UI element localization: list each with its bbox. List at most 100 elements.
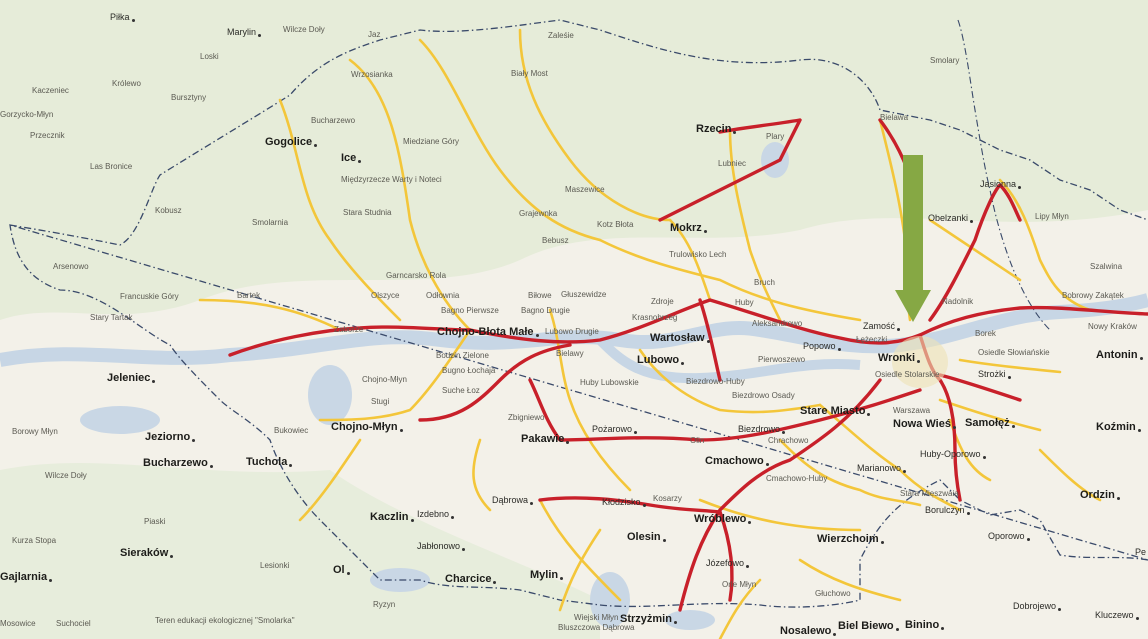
place-label: Trulowisko Lech <box>669 250 727 259</box>
place-label: Zbigniewo <box>508 413 545 422</box>
river-bend <box>596 336 861 384</box>
place-label: Biezdrowo <box>738 425 785 434</box>
place-label: Kaczeniec <box>32 86 69 95</box>
place-label: Dąbrowa <box>492 496 533 505</box>
place-label: Jabłonowo <box>417 542 465 551</box>
place-label: Gajlarnia <box>0 572 52 583</box>
place-label: Wiejski Młyn <box>574 613 619 622</box>
place-label: Charcice <box>445 574 496 585</box>
place-label: Bagno Pierwsze <box>441 306 499 315</box>
place-label: Bursztyny <box>171 93 207 102</box>
place-label: Ol <box>333 565 350 576</box>
place-label: Zdroje <box>651 297 674 306</box>
place-label: Marianowo <box>857 464 906 473</box>
place-label: Samołęż <box>965 418 1015 429</box>
place-label: Borek <box>975 329 996 338</box>
place-label: Bagno Drugie <box>521 306 570 315</box>
lake <box>80 406 160 434</box>
place-label: Wronki <box>878 353 920 364</box>
place-label: Bielawa <box>880 113 909 122</box>
place-label: Jasionna <box>980 180 1021 189</box>
place-label: Zaleśie <box>548 31 574 40</box>
municipality-border <box>9 19 1148 608</box>
place-label: Lubniec <box>718 159 747 168</box>
place-label: Teren edukacji ekologicznej "Smolarka" <box>155 616 295 625</box>
place-label: Smolary <box>930 56 960 65</box>
place-label: Miedziane Góry <box>403 137 460 146</box>
place-label: Kurza Stopa <box>12 536 57 545</box>
place-label: Pakawie <box>521 434 569 445</box>
place-label: Lubowo <box>637 355 684 366</box>
lake <box>308 365 352 425</box>
place-label: Przecznik <box>30 131 65 140</box>
place-label: Wierzchoim <box>817 534 884 545</box>
place-label: Chrachowo <box>768 436 809 445</box>
place-label: Józefowo <box>706 559 749 568</box>
place-label: Nowa Wieś <box>893 419 956 430</box>
place-label: Las Bronice <box>90 162 133 171</box>
place-label: Olin <box>690 436 705 445</box>
place-label: Grajewnka <box>519 209 558 218</box>
place-label: Suchociel <box>56 619 91 628</box>
place-label: Bodzin Zielone <box>436 351 489 360</box>
place-label: Międzyrzecze Warty i Noteci <box>341 175 442 184</box>
place-label: Jeziorno <box>145 432 195 443</box>
place-label: Stare Miasto <box>800 406 870 417</box>
place-label: Piaski <box>144 517 166 526</box>
place-label: Bruch <box>754 278 775 287</box>
place-label: Kobusz <box>155 206 182 215</box>
place-label: Dobrojewo <box>1013 602 1061 611</box>
place-label: Wrzosianka <box>351 70 393 79</box>
place-label: Warszawa <box>893 406 931 415</box>
place-label: Binino <box>905 620 944 631</box>
place-label: Obelzanki <box>928 214 973 223</box>
place-label: Wróblewo <box>694 514 751 525</box>
place-label: Bucharzewo <box>143 458 213 469</box>
place-label: Królewo <box>112 79 141 88</box>
place-label: Jaz <box>368 30 381 39</box>
place-label: Orle Młyn <box>722 580 757 589</box>
place-label: Ryzyn <box>373 600 396 609</box>
place-label: Tuchola <box>246 457 292 468</box>
place-label: Biłowe <box>528 291 552 300</box>
place-label: Bukowiec <box>274 426 309 435</box>
place-label: Pe <box>1135 548 1148 557</box>
place-label: Cmachowo-Huby <box>766 474 828 483</box>
place-label: Garncarsko Rola <box>386 271 447 280</box>
place-label: Plary <box>766 132 785 141</box>
place-label: Popowo <box>803 342 841 351</box>
lake <box>761 142 789 178</box>
place-label: Wilcze Doły <box>45 471 87 480</box>
place-label: Arsenowo <box>53 262 89 271</box>
place-label: Jeleniec <box>107 373 155 384</box>
place-label: Lipy Młyn <box>1035 212 1069 221</box>
place-label: Kaczlin <box>370 512 414 523</box>
place-label: Ice <box>341 153 361 164</box>
place-label: Osiedle Słowiańskie <box>978 348 1050 357</box>
place-label: Kotz Błota <box>597 220 634 229</box>
place-label: Loski <box>200 52 219 61</box>
place-label: Głuszewidze <box>561 290 607 299</box>
place-label: Bucharzewo <box>311 116 356 125</box>
place-label: Bielawy <box>556 349 584 358</box>
place-label: Odłownia <box>426 291 460 300</box>
place-label: Aleksandrowo <box>752 319 803 328</box>
place-label: Mylin <box>530 570 563 581</box>
place-label: Lubowo Drugie <box>545 327 599 336</box>
place-label: Łężeczki <box>856 335 888 344</box>
place-label: Mosowice <box>0 619 36 628</box>
forest-area-south <box>0 462 600 639</box>
place-label: Kosarzy <box>653 494 682 503</box>
place-label: Biały Most <box>511 69 548 78</box>
place-label: Huby-Oporowo <box>920 450 986 459</box>
place-label: Lesionki <box>260 561 290 570</box>
place-label: Borowy Młyn <box>12 427 58 436</box>
place-label: Huby Lubowskie <box>580 378 639 387</box>
place-label: Stary Tartak <box>90 313 133 322</box>
place-label: Stara Mieszwaia <box>900 489 959 498</box>
place-label: Kłodzisko <box>602 498 646 507</box>
place-label: Mokrz <box>670 223 707 234</box>
place-label: Francuskie Góry <box>120 292 179 301</box>
place-label: Borulczyn <box>925 506 970 515</box>
